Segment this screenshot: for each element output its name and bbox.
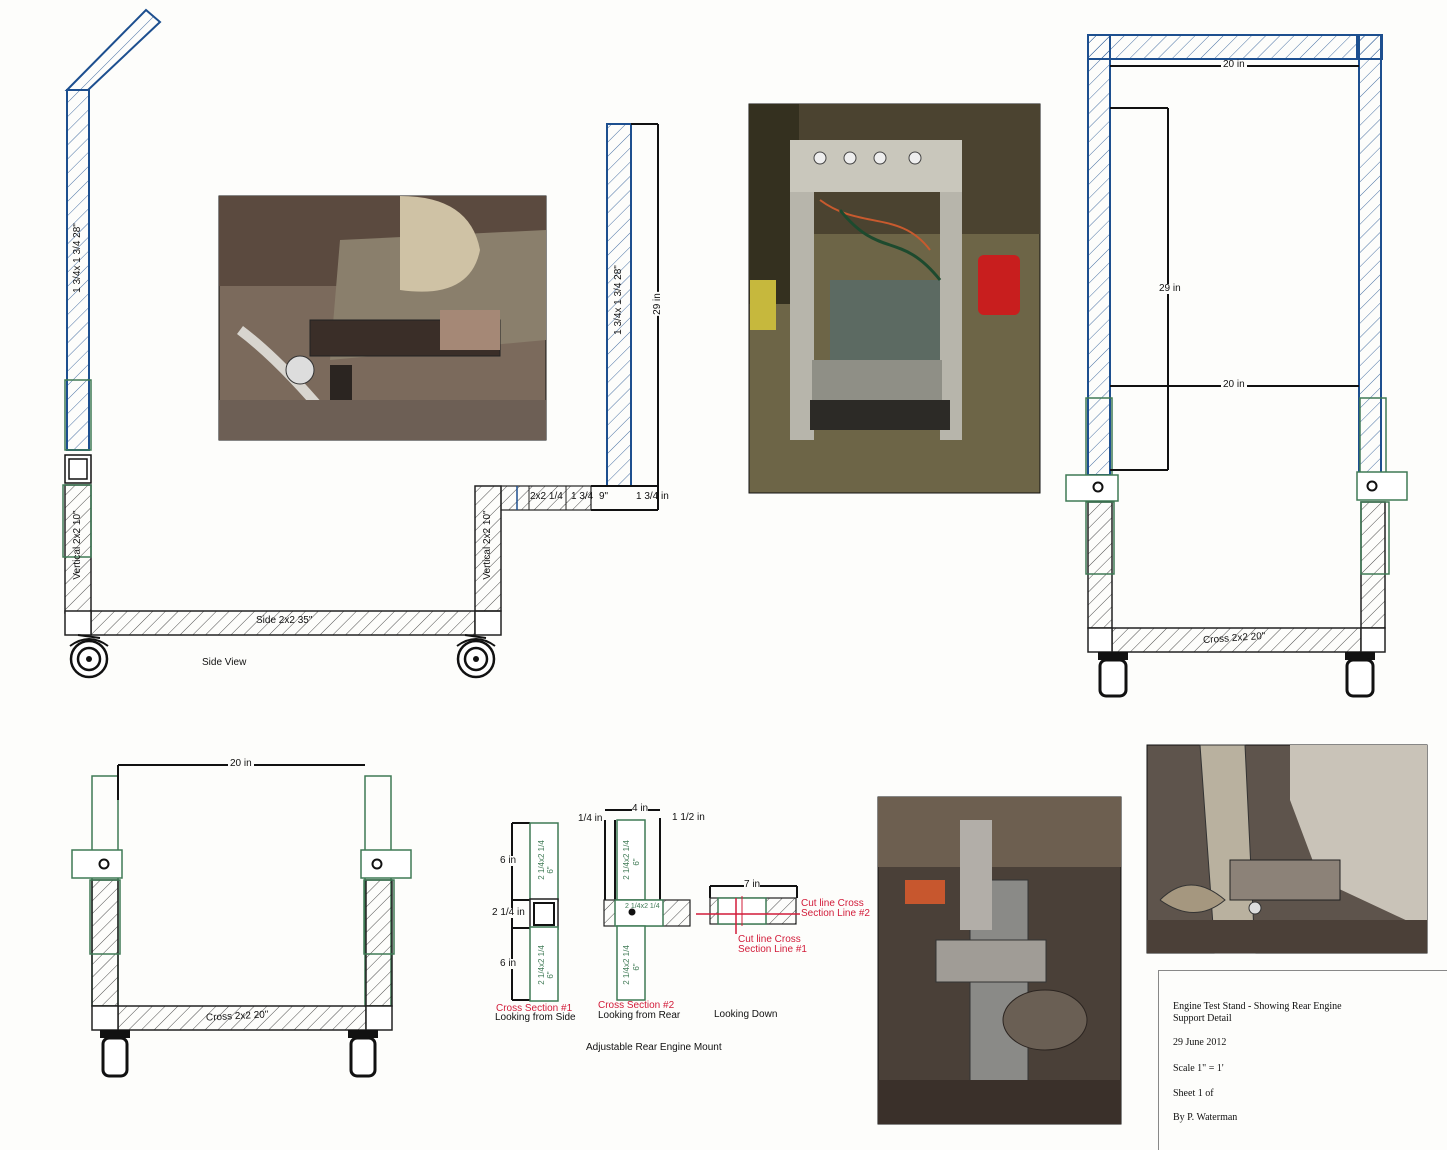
cs1-subtitle: Looking from Side — [495, 1012, 576, 1023]
front-upright-right — [1358, 34, 1382, 476]
rear-upright-label: 1 3/4x 1 3/4 28" — [613, 265, 624, 335]
lower-cross-beam — [117, 1005, 367, 1031]
offset-mid-label: 1 3/4 — [571, 491, 594, 502]
cs1-top-tube: 2 1/4x2 1/4 — [537, 840, 546, 880]
cs1-bottom-tube: 2 1/4x2 1/4 — [537, 945, 546, 985]
title-sheet: Sheet 1 of — [1173, 1088, 1214, 1099]
side-view — [62, 8, 659, 679]
title-line-1: Engine Test Stand - Showing Rear Engine — [1173, 1001, 1342, 1012]
side-view-caption: Side View — [202, 657, 247, 668]
height-dim-label: 29 in — [652, 292, 664, 316]
cs2-top-tube: 2 1/4x2 1/4 — [622, 840, 631, 880]
offset-small-label: 2x2 1/4 — [530, 491, 563, 502]
top-width-label: 20 in — [1221, 59, 1247, 70]
handle-tube-label: 1 3/4x 1 3/4 28" — [72, 223, 83, 293]
title-date: 29 June 2012 — [1173, 1037, 1227, 1048]
cs2-left-dim: 1/4 in — [578, 813, 603, 824]
front-view — [1065, 34, 1408, 698]
front-height-label: 29 in — [1157, 283, 1183, 294]
cs2-title: Cross Section #2 — [598, 1000, 675, 1011]
down-width-dim: 7 in — [744, 879, 761, 890]
cs1-bottom-dim: 6 in — [500, 958, 517, 969]
vertical-left-label: Vertical 2x2 10" — [72, 510, 83, 580]
cs2-width-dim: 4 in — [632, 803, 649, 814]
title-scale: Scale 1" = 1' — [1173, 1063, 1224, 1074]
mount-looking-down — [696, 885, 800, 934]
looking-down-caption: Looking Down — [714, 1009, 778, 1020]
photo-mount-closeup — [877, 796, 1122, 1125]
offset-length-label: 9" — [599, 491, 609, 502]
top-crossbar — [1087, 34, 1383, 60]
height-dimension — [591, 123, 659, 511]
title-author: By P. Waterman — [1173, 1112, 1238, 1123]
cut-line-1-label: Cut line Cross Section Line #1 — [738, 934, 807, 955]
mount-caption: Adjustable Rear Engine Mount — [586, 1042, 722, 1053]
mid-width-label: 20 in — [1221, 379, 1247, 390]
cs2-top-tube-length: 6" — [632, 858, 641, 866]
title-block: Engine Test Stand - Showing Rear Engine … — [1158, 970, 1447, 1150]
angled-handle — [64, 8, 162, 91]
caster-right — [456, 634, 496, 679]
caster-left — [69, 634, 109, 679]
vertical-post-left — [64, 484, 92, 614]
cs2-mid-tube: 2 1/4x2 1/4 — [625, 903, 660, 910]
clamp-block-right — [1356, 471, 1408, 501]
title-line-2: Support Detail — [1173, 1013, 1232, 1024]
clamp-block-left — [1065, 474, 1119, 502]
photo-caster-detail — [218, 195, 547, 441]
upright-sleeve — [64, 379, 92, 451]
photo-bracket-closeup — [1146, 744, 1428, 954]
front-upright-left — [1087, 34, 1111, 476]
cs2-subtitle: Looking from Rear — [598, 1010, 681, 1021]
cs2-right-dim: 1 1/2 in — [672, 812, 705, 823]
cs2-bottom-tube-length: 6" — [632, 963, 641, 971]
vertical-right-label: Vertical 2x2 10" — [482, 510, 493, 580]
cs1-title: Cross Section #1 — [496, 1003, 573, 1014]
cs2-bottom-tube: 2 1/4x2 1/4 — [622, 945, 631, 985]
side-beam — [90, 610, 476, 636]
photo-test-stand — [748, 103, 1041, 494]
vertical-post-right — [474, 485, 502, 612]
offset-height-label: 1 3/4 in — [636, 491, 669, 502]
lower-front-view — [71, 764, 412, 1078]
mount-section-2 — [603, 809, 691, 1001]
cut-line-2-label: Cut line Cross Section Line #2 — [801, 898, 870, 919]
lower-width-label: 20 in — [228, 758, 254, 769]
cs1-top-tube-length: 6" — [546, 866, 555, 874]
cs1-mid-dim: 2 1/4 in — [492, 907, 525, 918]
cs1-top-dim: 6 in — [500, 855, 517, 866]
side-beam-label: Side 2x2 35" — [256, 615, 313, 626]
cs1-bottom-tube-length: 6" — [546, 971, 555, 979]
